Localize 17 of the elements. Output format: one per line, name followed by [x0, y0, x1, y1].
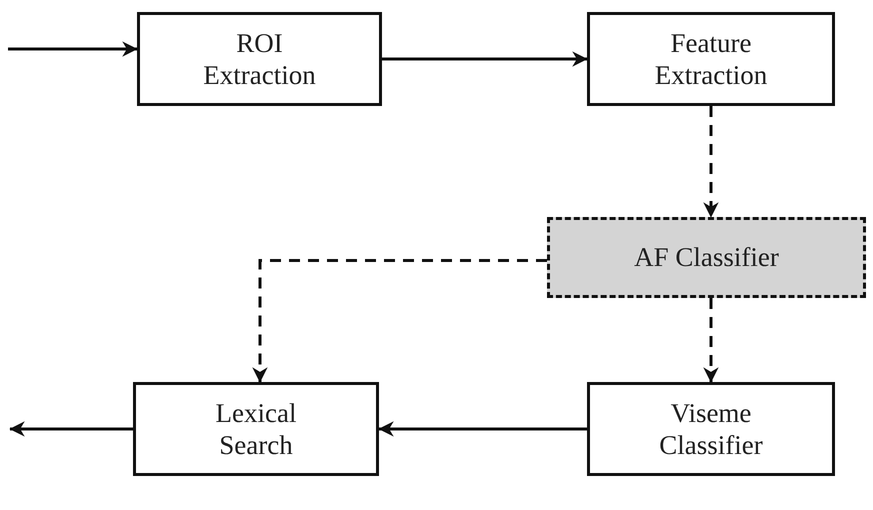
process-box [587, 382, 835, 476]
process-box [547, 217, 866, 298]
arrow [252, 259, 547, 383]
box-label: Feature Extraction [654, 28, 768, 90]
arrow [8, 41, 138, 57]
arrow [9, 421, 133, 437]
arrow [703, 106, 719, 218]
arrow [382, 51, 588, 67]
process-box [587, 12, 835, 106]
arrow [703, 298, 719, 383]
arrow [378, 421, 587, 437]
box-label: Lexical Search [216, 398, 296, 460]
box-label: ROI Extraction [203, 28, 316, 90]
process-box [133, 382, 379, 476]
box-label: AF Classifier [634, 242, 779, 272]
box-label: Viseme Classifier [659, 398, 763, 460]
process-box [137, 12, 382, 106]
